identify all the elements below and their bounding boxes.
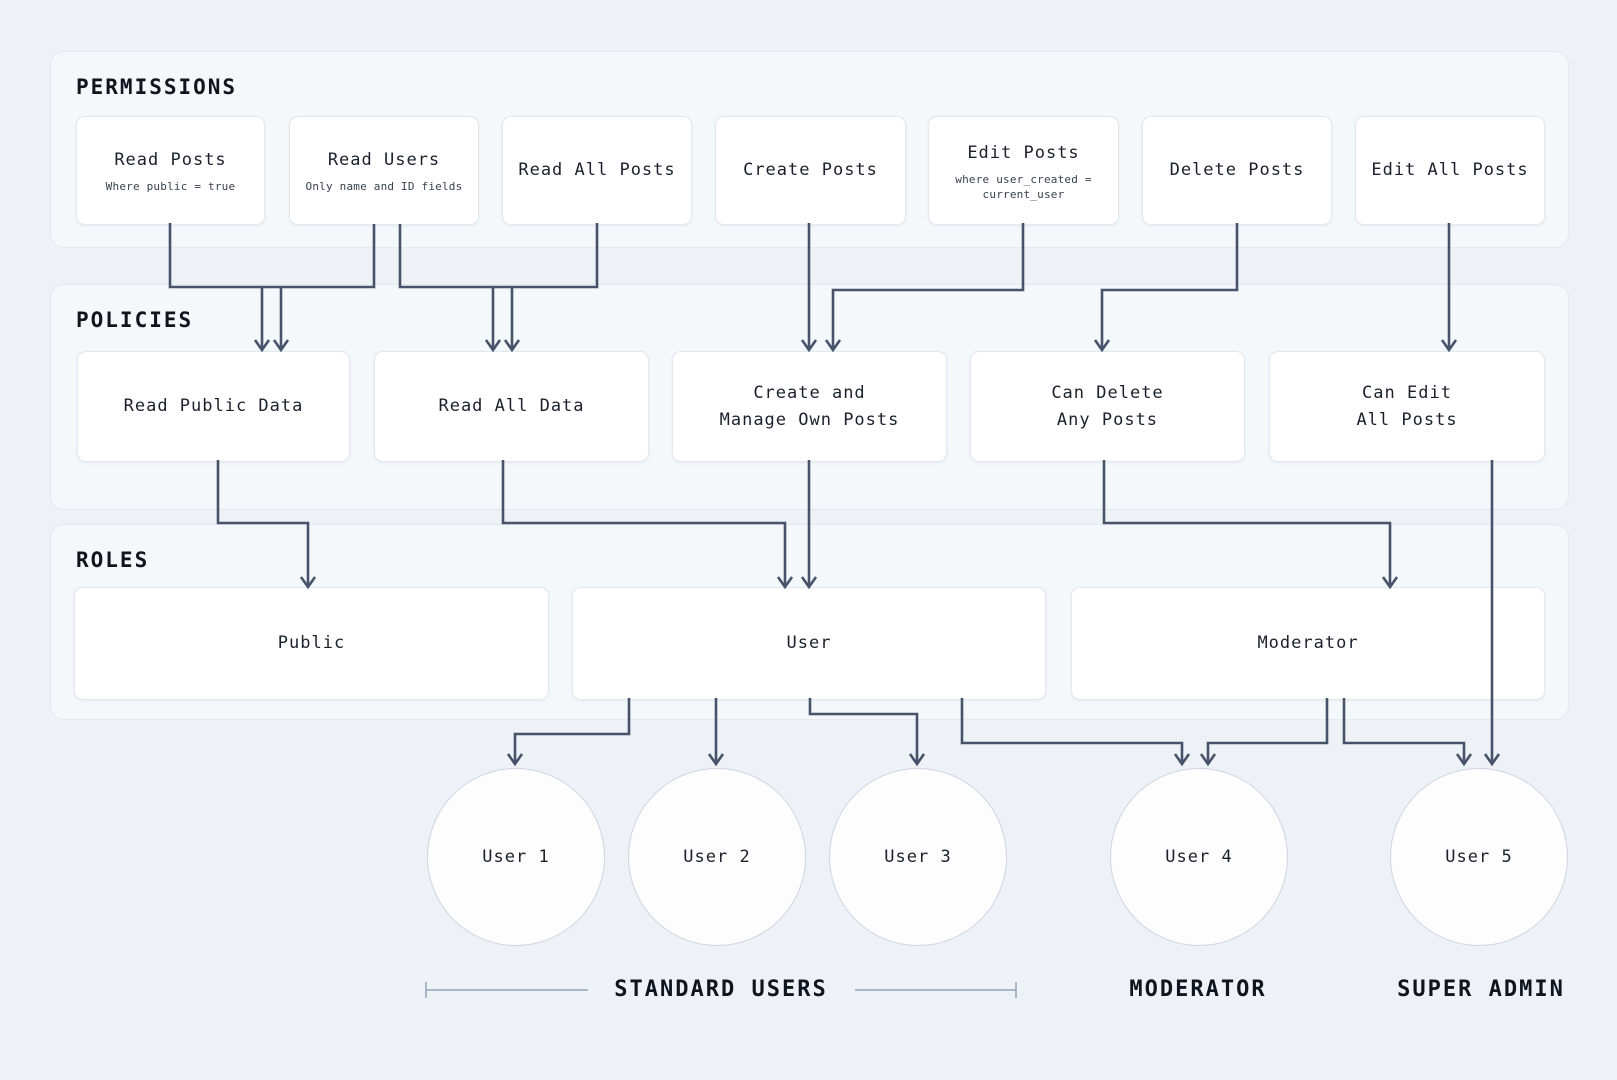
- permission-label: Read Users: [327, 150, 441, 170]
- permission-box-read-all-posts: Read All Posts: [502, 116, 692, 225]
- policy-box-can-edit-all-posts: Can Edit All Posts: [1269, 351, 1545, 462]
- permission-label: Edit Posts: [967, 142, 1080, 163]
- user-label: User 1: [482, 846, 550, 867]
- policy-label: Read Public Data: [123, 396, 304, 416]
- policy-label: Read All Data: [438, 396, 585, 416]
- policy-box-read-all-data: Read All Data: [374, 351, 649, 462]
- permission-box-read-users: Read Users Only name and ID fields: [289, 116, 479, 225]
- user-label: User 3: [884, 846, 952, 867]
- role-box-user: User: [572, 587, 1046, 700]
- policy-box-read-public-data: Read Public Data: [77, 351, 350, 462]
- permission-condition: where user_created = current_user: [955, 172, 1092, 201]
- permission-condition: Only name and ID fields: [305, 180, 463, 193]
- permission-label: Edit All Posts: [1371, 160, 1529, 180]
- user-label: User 2: [683, 846, 751, 867]
- policy-box-can-delete-any-posts: Can Delete Any Posts: [970, 351, 1245, 462]
- permission-box-delete-posts: Delete Posts: [1142, 116, 1332, 225]
- permission-label: Delete Posts: [1169, 160, 1305, 180]
- group-label-standard-users: STANDARD USERS: [614, 977, 828, 1002]
- policy-label: Create and Manage Own Posts: [719, 382, 900, 430]
- policies-section-title: POLICIES: [76, 308, 194, 332]
- policy-label: Can Edit All Posts: [1356, 382, 1458, 430]
- role-label: Moderator: [1257, 633, 1359, 653]
- user-circle-5: User 5: [1390, 768, 1568, 946]
- user-circle-2: User 2: [628, 768, 806, 946]
- permission-box-edit-all-posts: Edit All Posts: [1355, 116, 1545, 225]
- role-box-moderator: Moderator: [1071, 587, 1545, 700]
- group-label-moderator: MODERATOR: [1129, 977, 1267, 1002]
- policy-box-create-manage-own-posts: Create and Manage Own Posts: [672, 351, 947, 462]
- permission-box-read-posts: Read Posts Where public = true: [76, 116, 265, 225]
- user-circle-1: User 1: [427, 768, 605, 946]
- role-label: User: [786, 633, 832, 653]
- permission-box-create-posts: Create Posts: [715, 116, 906, 225]
- role-box-public: Public: [74, 587, 549, 700]
- roles-section-title: ROLES: [76, 548, 150, 572]
- user-label: User 4: [1165, 846, 1233, 867]
- user-circle-3: User 3: [829, 768, 1007, 946]
- group-label-super-admin: SUPER ADMIN: [1397, 977, 1565, 1002]
- user-label: User 5: [1445, 846, 1513, 867]
- policy-label: Can Delete Any Posts: [1051, 382, 1164, 430]
- permissions-section-title: PERMISSIONS: [76, 75, 238, 99]
- permission-box-edit-posts: Edit Posts where user_created = current_…: [928, 116, 1119, 225]
- permission-label: Read All Posts: [518, 160, 676, 180]
- user-circle-4: User 4: [1110, 768, 1288, 946]
- role-label: Public: [277, 633, 346, 653]
- permission-label: Read Posts: [114, 150, 227, 170]
- permission-label: Create Posts: [743, 160, 878, 180]
- permission-condition: Where public = true: [105, 180, 236, 193]
